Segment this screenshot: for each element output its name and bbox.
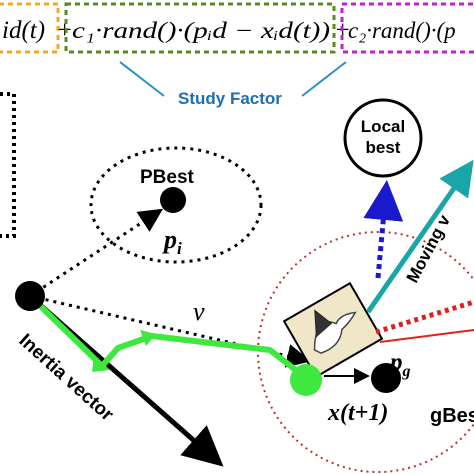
red-line [379, 329, 474, 343]
gbest-region [257, 231, 474, 473]
local-best-line2: best [366, 138, 401, 157]
green-trajectory [27, 293, 308, 381]
v-label: v [193, 297, 205, 326]
cognitive-term-text: c₁·rand()·(pᵢd − xᵢd(t)) [72, 18, 330, 43]
red-dotted-line [375, 299, 474, 335]
green-arrowhead-1 [92, 356, 110, 372]
inertia-vector-label: Inertia vector [15, 330, 118, 426]
social-term-box [340, 2, 474, 54]
gbest-label: gBes [430, 405, 474, 427]
bird-particle-box [282, 281, 384, 379]
pbest-region [89, 146, 263, 264]
local-best-circle [343, 98, 423, 178]
p-g-label: pg [388, 349, 411, 380]
local-best-line1: Local [361, 117, 405, 136]
dotted-to-pbest [29, 208, 164, 298]
pbest-particle [160, 187, 186, 213]
x-t1-label: x(t+1) [327, 400, 388, 426]
pbest-label: PBest [140, 167, 195, 188]
p-i-label: pi [162, 225, 182, 258]
cognitive-term-box [64, 2, 336, 54]
inertia-term-text: id(t) [2, 17, 45, 44]
gbest-particle [371, 363, 401, 393]
social-term-text: c₂·rand()·(p [348, 18, 456, 43]
current-particle [15, 281, 45, 311]
equation-plus-1: + [56, 17, 73, 44]
inertia-term-box [0, 2, 60, 54]
new-position-particle [290, 364, 322, 396]
study-factor-label: Study Factor [178, 89, 282, 108]
moving-vector-arrow [365, 159, 474, 314]
study-factor-brace [119, 61, 347, 97]
green-arrowhead-2 [140, 330, 156, 346]
left-dotted-bracket [0, 92, 16, 238]
blue-dotted-arrow [363, 180, 404, 279]
